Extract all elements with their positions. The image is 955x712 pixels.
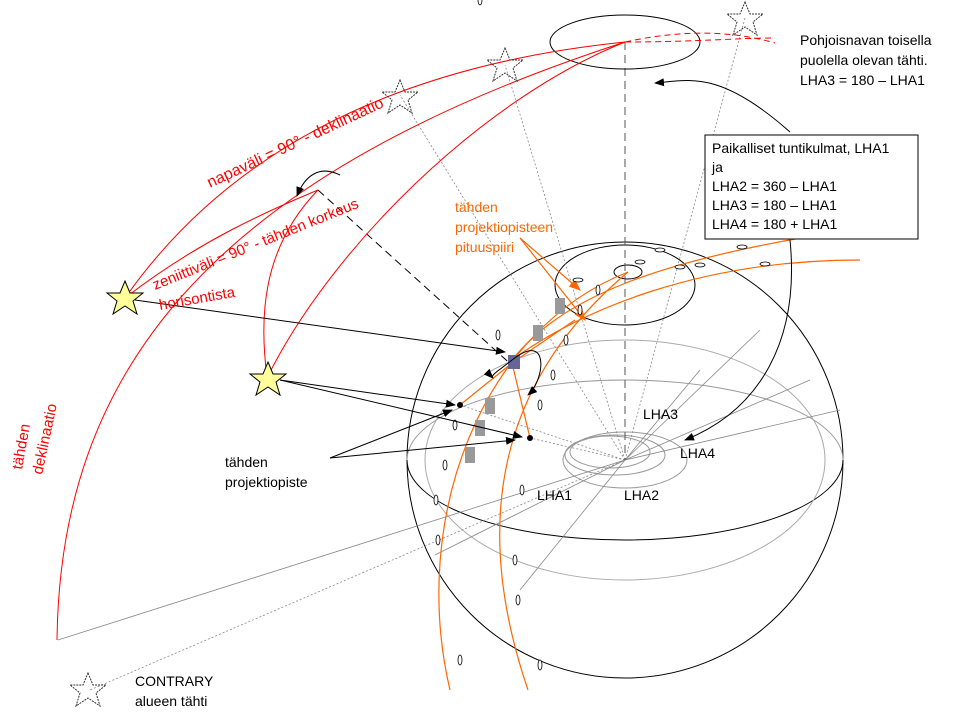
star-icon bbox=[105, 279, 145, 316]
meridian-label-3: pituuspiiri bbox=[455, 239, 514, 255]
lha-box-line: Paikalliset tuntikulmat, LHA1 bbox=[712, 140, 890, 156]
red-arcs bbox=[56, 41, 626, 641]
projection-lines bbox=[89, 17, 746, 691]
declination-label-2: deklinaatio bbox=[29, 402, 61, 476]
star-outline-icon bbox=[68, 671, 108, 708]
star-icon bbox=[248, 360, 288, 397]
contrary-label-1: CONTRARY bbox=[135, 673, 214, 689]
lha1-label: LHA1 bbox=[537, 487, 572, 503]
arrows bbox=[134, 78, 792, 459]
star-outline-icon bbox=[380, 78, 420, 115]
person-figures bbox=[465, 298, 565, 463]
north-note-line2: puolella olevan tähti. bbox=[800, 52, 928, 68]
meridian-label-2: projektiopisteen bbox=[455, 219, 553, 235]
projection-point-1 bbox=[457, 402, 463, 408]
north-note-line1: Pohjoisnavan toisella bbox=[800, 32, 932, 48]
star-outline-icon bbox=[485, 46, 525, 83]
lha3-label: LHA3 bbox=[643, 406, 678, 422]
pole-figure bbox=[508, 355, 520, 369]
lha-box: Paikalliset tuntikulmat, LHA1 ja LHA2 = … bbox=[704, 134, 919, 240]
star-outline-icon bbox=[725, 0, 765, 37]
zenith-dashed-line bbox=[317, 189, 516, 369]
contrary-label-2: alueen tähti bbox=[135, 693, 207, 709]
pole-circle bbox=[549, 14, 701, 70]
meridians bbox=[438, 229, 861, 691]
napavali-label: napaväli = 90° - deklinaatio bbox=[205, 95, 387, 192]
lha2-label: LHA2 bbox=[624, 487, 659, 503]
projection-label-2: projektiopiste bbox=[225, 474, 308, 490]
route-markers bbox=[433, 0, 771, 671]
projection-point-2 bbox=[527, 435, 533, 441]
lha-box-line: ja bbox=[711, 159, 723, 175]
lha-lines bbox=[57, 329, 841, 641]
north-note-line3: LHA3 = 180 – LHA1 bbox=[800, 72, 925, 88]
lha-box-line: LHA3 = 180 – LHA1 bbox=[712, 197, 837, 213]
lha-box-line: LHA2 = 360 – LHA1 bbox=[712, 178, 837, 194]
meridian-label-1: tähden bbox=[455, 199, 498, 215]
projection-label-1: tähden bbox=[225, 454, 268, 470]
lha4-label: LHA4 bbox=[680, 445, 715, 461]
lha-box-line: LHA4 = 180 + LHA1 bbox=[712, 216, 838, 232]
